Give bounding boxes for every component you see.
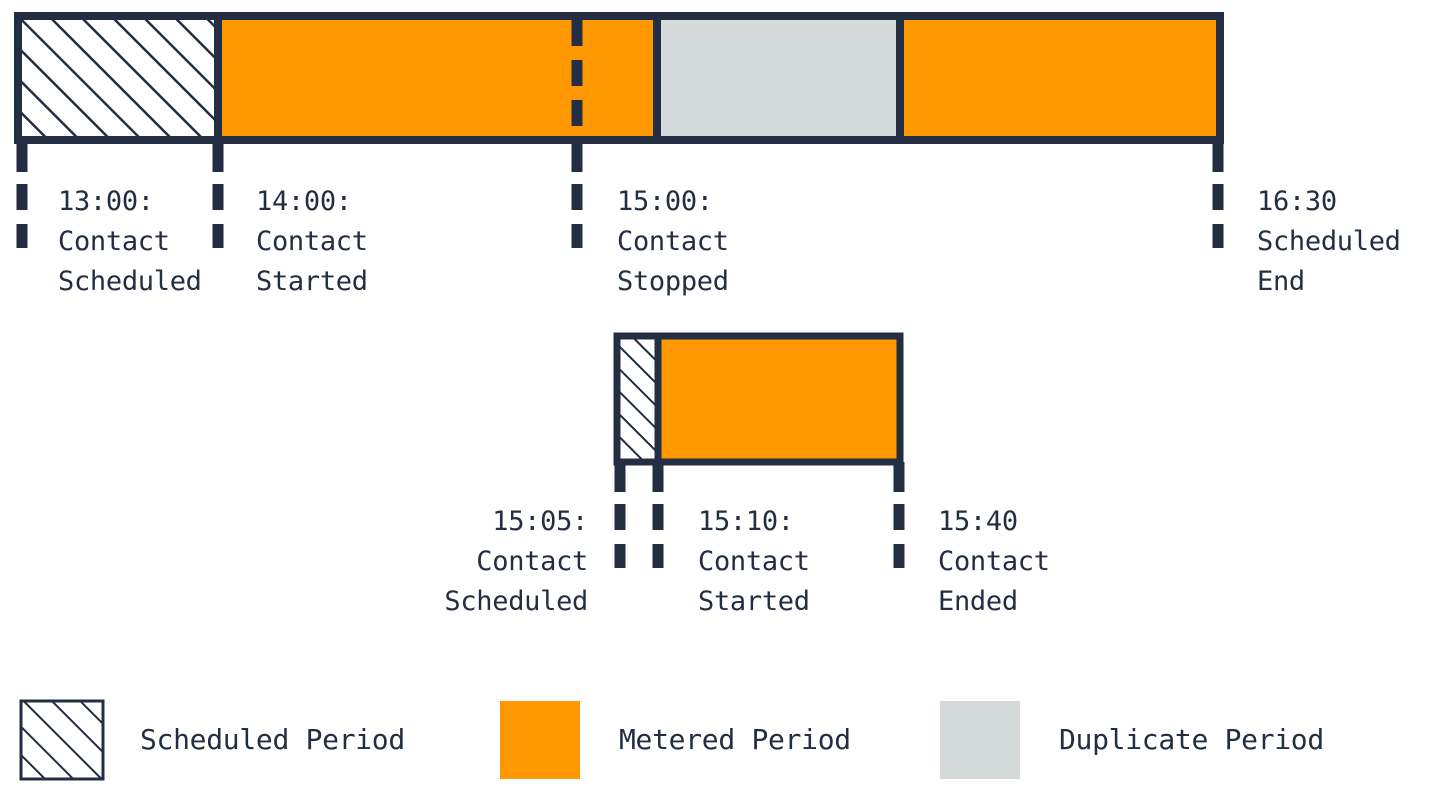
segment-metered-top-1[interactable]	[214, 12, 661, 144]
legend-swatch-metered[interactable]	[500, 701, 580, 779]
segment-scheduled-top[interactable]	[14, 12, 222, 144]
marker-line1-1300: Contact	[58, 226, 170, 257]
marker-line1-1400: Contact	[256, 226, 368, 257]
marker-time-1630: 16:30	[1257, 186, 1337, 217]
legend-swatch-scheduled[interactable]	[19, 699, 105, 781]
marker-time-1505: 15:05:	[492, 506, 588, 537]
marker-line2-1300: Scheduled	[58, 266, 202, 297]
marker-line2-1630: End	[1257, 266, 1305, 297]
marker-time-1510: 15:10:	[698, 506, 794, 537]
legend-swatch-duplicate[interactable]	[940, 701, 1020, 779]
legend-label-duplicate: Duplicate Period	[1059, 723, 1324, 756]
segment-metered-top-2[interactable]	[896, 12, 1224, 144]
marker-time-1400: 14:00:	[256, 186, 352, 217]
segment-duplicate-top[interactable]	[653, 12, 904, 144]
marker-line1-1500: Contact	[617, 226, 729, 257]
marker-line1-1540: Contact	[938, 546, 1050, 577]
legend-swatches	[19, 699, 1020, 781]
segment-scheduled-bottom[interactable]	[613, 332, 662, 466]
marker-time-1500: 15:00:	[617, 186, 713, 217]
marker-time-1300: 13:00:	[58, 186, 154, 217]
secondary-timeline-bar	[613, 332, 904, 466]
marker-line2-1400: Started	[256, 266, 368, 297]
marker-line2-1540: Ended	[938, 586, 1018, 617]
primary-timeline-bar	[14, 12, 1224, 144]
marker-line1-1505: Contact	[476, 546, 588, 577]
primary-timeline-ticks	[16, 140, 1224, 248]
marker-line2-1505: Scheduled	[444, 586, 588, 617]
segment-metered-bottom[interactable]	[654, 332, 904, 466]
marker-time-1540: 15:40	[938, 506, 1018, 537]
marker-line1-1630: Scheduled	[1257, 226, 1401, 257]
legend-label-metered: Metered Period	[619, 723, 851, 756]
marker-line2-1500: Stopped	[617, 266, 729, 297]
marker-line1-1510: Contact	[698, 546, 810, 577]
secondary-timeline-ticks	[614, 462, 905, 568]
legend-label-scheduled: Scheduled Period	[140, 723, 405, 756]
marker-line2-1510: Started	[698, 586, 810, 617]
